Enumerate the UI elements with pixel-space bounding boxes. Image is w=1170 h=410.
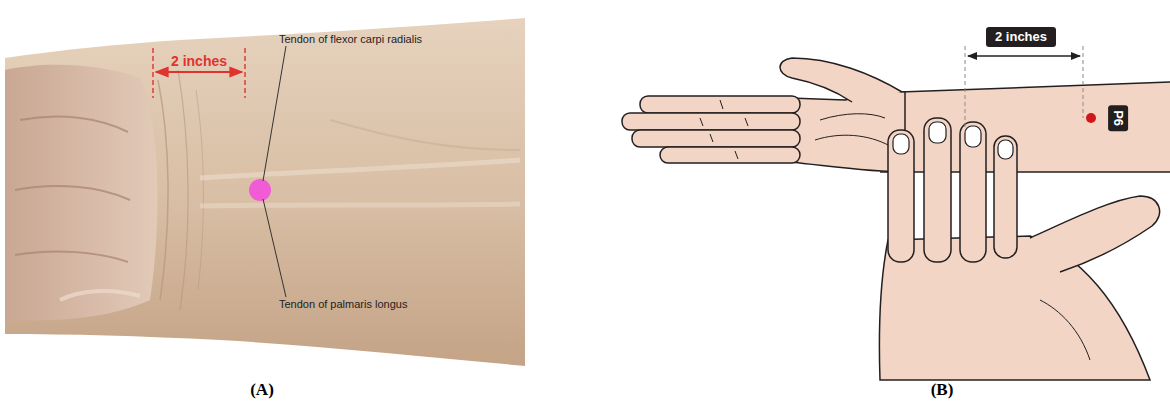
tendon-label: Tendon of palmaris longus <box>279 298 407 310</box>
tendon-ridge <box>200 160 520 178</box>
knuckle-crease <box>15 251 128 262</box>
dimension-arrow <box>968 55 1080 57</box>
point-badge: P6 <box>1108 105 1128 131</box>
dimension-arrow <box>156 71 242 73</box>
leader-line <box>263 199 286 297</box>
wrist-crease <box>196 90 203 290</box>
thumb-shape <box>1030 196 1160 272</box>
wrist-crease <box>178 70 188 310</box>
fingernail <box>893 134 909 154</box>
fingernail <box>965 126 981 147</box>
fist-shape <box>5 65 157 321</box>
finger-crease <box>700 100 748 159</box>
wrist-crease <box>158 80 168 300</box>
tendon-label: Tendon of flexor carpi radialis <box>279 33 422 45</box>
finger-shape <box>960 122 986 262</box>
badge-text: P6 <box>1111 110 1125 126</box>
leader-line <box>263 46 286 181</box>
hand-crease <box>1040 300 1090 360</box>
knuckle-crease <box>15 186 130 200</box>
forearm-photo <box>5 18 525 366</box>
dimension-label: 2 inches <box>171 54 227 69</box>
fingernail <box>929 122 946 143</box>
finger-shape <box>660 147 800 163</box>
fingernail <box>998 140 1013 159</box>
thumb-shape <box>780 58 902 102</box>
panel-caption: (A) <box>250 381 274 400</box>
thumb-highlight <box>60 291 140 300</box>
forearm-outline <box>900 82 1170 92</box>
finger-shape <box>994 136 1017 258</box>
vein-line <box>330 120 520 150</box>
panel-caption: (B) <box>931 381 954 400</box>
dimension-guide <box>1083 46 1084 118</box>
hand-back <box>879 236 1150 380</box>
finger-shape <box>888 130 914 262</box>
finger-shape <box>640 96 800 113</box>
acupoint-marker <box>249 179 271 201</box>
palm-line <box>815 114 890 146</box>
finger-shape <box>924 118 951 262</box>
dimension-guide <box>152 48 153 98</box>
knuckle-crease <box>20 116 128 132</box>
dimension-guide <box>965 46 966 128</box>
dimension-badge: 2 inches <box>986 27 1056 47</box>
acupoint-marker <box>1086 113 1096 123</box>
dimension-guide <box>244 48 245 98</box>
finger-shape <box>632 130 800 147</box>
badge-text: 2 inches <box>995 30 1047 44</box>
tendon-ridge <box>200 204 520 206</box>
finger-shape <box>622 113 800 130</box>
